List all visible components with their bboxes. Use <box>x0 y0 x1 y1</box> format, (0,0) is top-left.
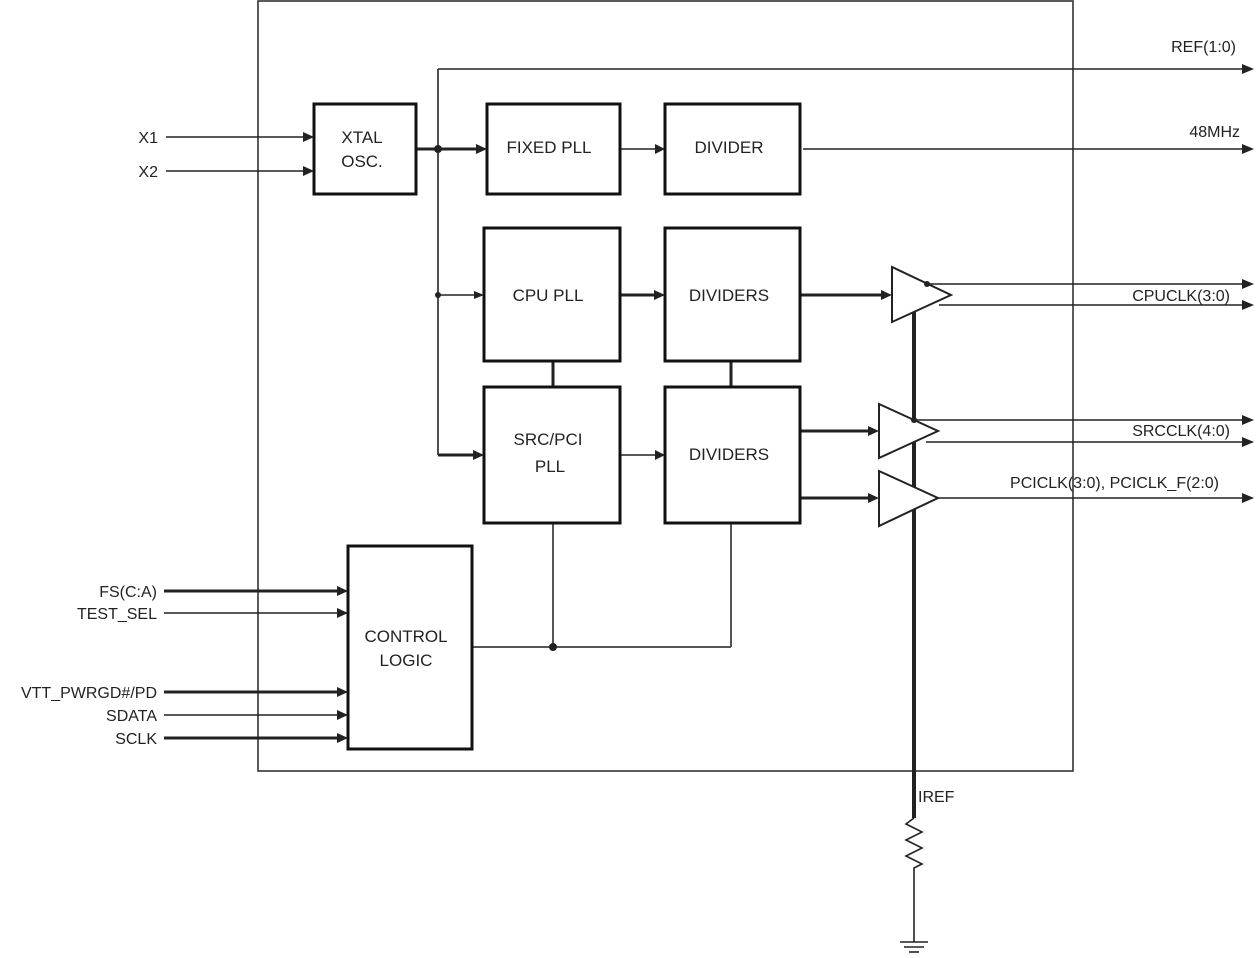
sclk-label: SCLK <box>115 731 157 748</box>
cpu-pll-label: CPU PLL <box>513 286 584 305</box>
x2-input: X2 <box>138 164 314 181</box>
x1-label: X1 <box>138 130 158 147</box>
sdata-input: SDATA <box>106 708 348 725</box>
sdata-label: SDATA <box>106 708 157 725</box>
iref-line: IREF <box>900 310 955 953</box>
control-bus <box>472 523 732 651</box>
ref-output: REF(1:0) <box>438 39 1254 74</box>
cpu-dividers-label: DIVIDERS <box>689 286 769 305</box>
src-dividers-label: DIVIDERS <box>689 445 769 464</box>
src-pci-label-line2: PLL <box>535 457 565 476</box>
divider-to-buffer-wires <box>800 290 892 503</box>
cpu-buffer: CPUCLK(3:0) <box>891 265 1254 324</box>
fs-input: FS(C:A) <box>99 584 348 601</box>
cpuclk-label: CPUCLK(3:0) <box>1132 288 1230 305</box>
src-pci-label-line1: SRC/PCI <box>514 430 583 449</box>
oscillator-bus <box>416 69 487 460</box>
fixed-pll-block: FIXED PLL <box>485 102 622 196</box>
srcclk-label: SRCCLK(4:0) <box>1132 423 1230 440</box>
pll-to-divider-wires <box>551 144 733 460</box>
divider-label: DIVIDER <box>695 138 764 157</box>
cpu-dividers-block: DIVIDERS <box>663 226 802 363</box>
test-sel-input: TEST_SEL <box>77 606 348 623</box>
fixed-pll-label: FIXED PLL <box>506 138 591 157</box>
xtal-label-line2: OSC. <box>341 152 383 171</box>
ref-label: REF(1:0) <box>1171 39 1236 56</box>
fs-label: FS(C:A) <box>99 584 157 601</box>
cpu-pll-block: CPU PLL <box>482 226 622 363</box>
src-buffer: SRCCLK(4:0) <box>878 402 1254 460</box>
src-pci-pll-block: SRC/PCI PLL <box>482 385 622 525</box>
x2-label: X2 <box>138 164 158 181</box>
vtt-label: VTT_PWRGD#/PD <box>21 685 157 702</box>
x1-input: X1 <box>138 130 314 147</box>
iref-label: IREF <box>918 789 955 806</box>
control-logic-block: CONTROL LOGIC <box>346 544 474 751</box>
pci-buffer: PCICLK(3:0), PCICLK_F(2:0) <box>878 469 1254 528</box>
mhz48-label: 48MHz <box>1189 124 1240 141</box>
control-label-line2: LOGIC <box>380 651 433 670</box>
test-sel-label: TEST_SEL <box>77 606 157 623</box>
xtal-label-line1: XTAL <box>341 128 382 147</box>
src-dividers-block: DIVIDERS <box>663 385 802 525</box>
chip-outline <box>257 0 1074 772</box>
xtal-osc-block: XTAL OSC. <box>312 102 418 196</box>
divider-block: DIVIDER <box>663 102 802 196</box>
pciclk-label: PCICLK(3:0), PCICLK_F(2:0) <box>1010 475 1219 492</box>
control-label-line1: CONTROL <box>364 627 447 646</box>
vtt-input: VTT_PWRGD#/PD <box>21 685 348 702</box>
sclk-input: SCLK <box>115 731 348 748</box>
mhz48-output: 48MHz <box>803 124 1254 154</box>
